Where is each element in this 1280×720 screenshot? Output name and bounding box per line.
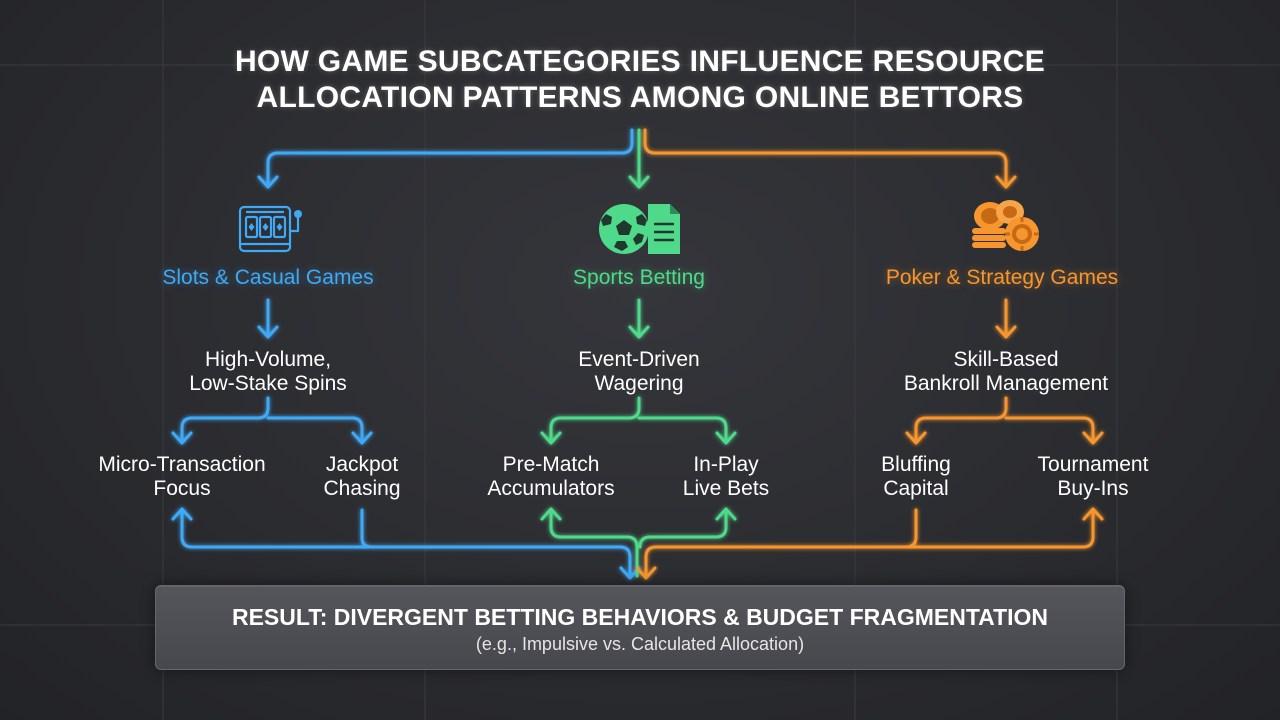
node-skill-based-bankroll: Skill-Based Bankroll Management xyxy=(903,348,1109,395)
category-poker-strategy: Poker & Strategy Games xyxy=(885,266,1119,289)
category-sports-betting: Sports Betting xyxy=(573,266,705,289)
green-connectors xyxy=(540,128,737,578)
leaf-jackpot-chasing: Jackpot Chasing xyxy=(323,453,401,500)
poker-chips-icon xyxy=(972,200,1039,251)
slot-machine-icon xyxy=(238,205,302,253)
title-line-2: ALLOCATION PATTERNS AMONG ONLINE BETTORS xyxy=(256,81,1024,114)
title-line-1: HOW GAME SUBCATEGORIES INFLUENCE RESOURC… xyxy=(234,45,1046,78)
result-box: RESULT: DIVERGENT BETTING BEHAVIORS & BU… xyxy=(155,585,1125,670)
blue-connectors xyxy=(171,128,641,580)
soccer-ball-bet-slip-icon xyxy=(599,204,680,254)
leaf-bluffing-capital: Bluffing Capital xyxy=(881,453,951,500)
result-subtitle: (e.g., Impulsive vs. Calculated Allocati… xyxy=(475,634,805,654)
leaf-in-play-live-bets: In-Play Live Bets xyxy=(682,453,770,500)
leaf-tournament-buy-ins: Tournament Buy-Ins xyxy=(1037,453,1149,500)
diagram-title: HOW GAME SUBCATEGORIES INFLUENCE RESOURC… xyxy=(140,44,1140,116)
result-title: RESULT: DIVERGENT BETTING BEHAVIORS & BU… xyxy=(231,604,1049,630)
orange-connectors xyxy=(635,128,1104,580)
node-event-driven-wagering: Event-Driven Wagering xyxy=(578,348,700,395)
leaf-pre-match-accumulators: Pre-Match Accumulators xyxy=(487,453,615,500)
category-slots-casual: Slots & Casual Games xyxy=(162,266,374,289)
leaf-micro-transaction-focus: Micro-Transaction Focus xyxy=(98,453,266,500)
node-high-volume-spins: High-Volume, Low-Stake Spins xyxy=(189,348,347,395)
